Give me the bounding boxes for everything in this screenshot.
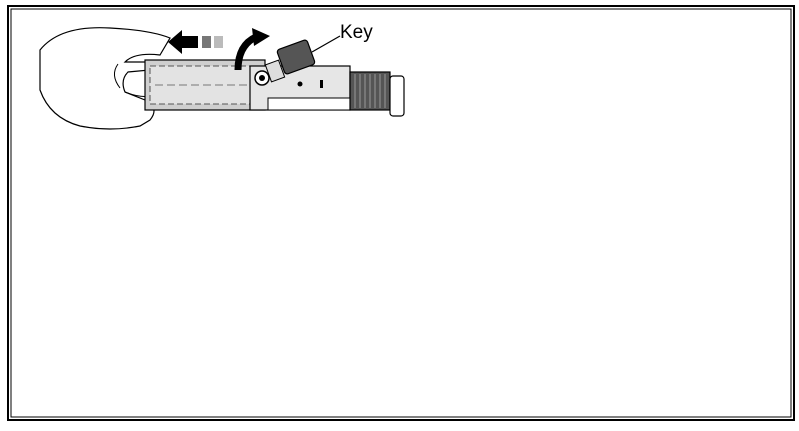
push-arrow-icon xyxy=(168,30,223,54)
key-icon xyxy=(264,39,316,83)
inner-frame xyxy=(10,8,792,418)
hand-clamp-illustration xyxy=(39,27,405,130)
rotate-arrow-icon xyxy=(234,28,270,71)
key-label: Key xyxy=(340,22,373,43)
hand-icon xyxy=(39,27,171,130)
outer-frame xyxy=(7,5,795,421)
